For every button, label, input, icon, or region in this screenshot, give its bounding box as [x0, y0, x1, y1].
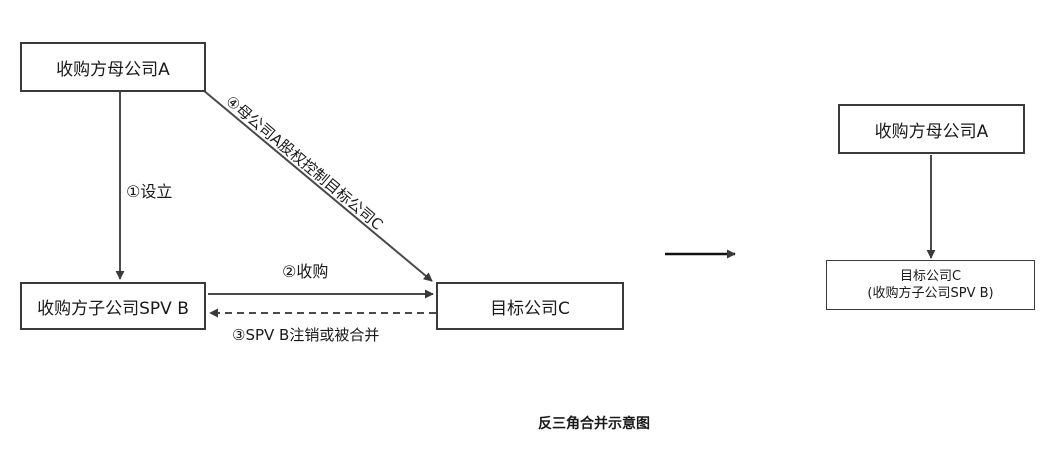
target-company-c-label: 目标公司C	[490, 298, 570, 319]
right-target-line2: (收购方子公司SPV B)	[867, 286, 994, 301]
parent-company-a-box: 收购方母公司A	[20, 42, 206, 92]
diagram-caption: 反三角合并示意图	[538, 416, 650, 432]
edge-control-arrow	[202, 89, 433, 282]
spv-b-label: 收购方子公司SPV B	[37, 298, 189, 319]
edge-merge-label: ③SPV B注销或被合并	[232, 326, 380, 344]
right-target-line1: 目标公司C	[899, 269, 962, 284]
spv-b-box: 收购方子公司SPV B	[20, 282, 206, 330]
edge-acquire-label: ②收购	[282, 262, 329, 281]
right-parent-company-a-label: 收购方母公司A	[874, 121, 989, 142]
edge-setup-label: ①设立	[126, 182, 173, 201]
right-parent-company-a-box: 收购方母公司A	[838, 104, 1025, 154]
parent-company-a-label: 收购方母公司A	[56, 59, 170, 80]
target-company-c-box: 目标公司C	[436, 282, 624, 330]
right-target-company-c-box: 目标公司C (收购方子公司SPV B)	[826, 260, 1035, 310]
